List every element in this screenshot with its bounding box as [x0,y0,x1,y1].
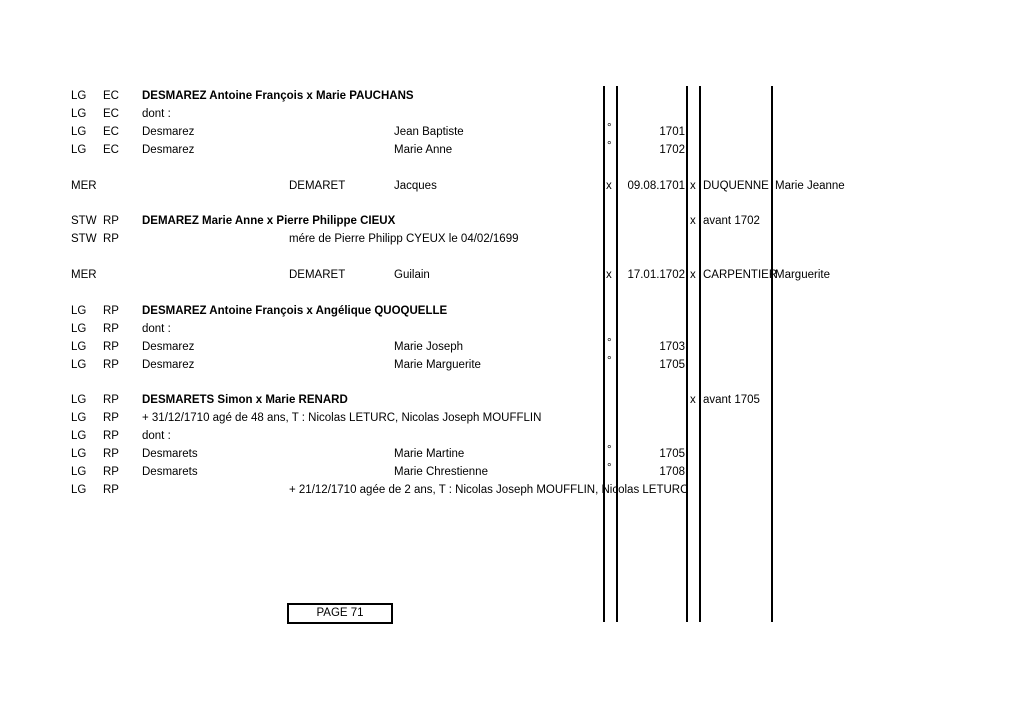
surname-or-note: Desmarez [142,143,195,156]
source-code: LG [71,394,87,407]
event-marker: ° [607,121,612,134]
event-date: 1705 [659,448,685,460]
record-type: RP [103,215,119,228]
source-code: LG [71,125,87,138]
event-date: 1702 [659,143,685,156]
page-number-box: PAGE 71 [287,603,393,624]
alt-surname-or-note: + 21/12/1710 agée de 2 ans, T : Nicolas … [289,483,689,496]
source-code: LG [71,483,87,496]
record-type: EC [103,125,119,138]
record-type: RP [103,340,119,353]
column-divider [603,86,605,622]
given-name: Marie Marguerite [394,358,481,371]
event-marker: ° [607,139,612,152]
source-code: MER [71,179,97,192]
spouse-surname: avant 1702 [703,215,760,228]
spouse-surname: CARPENTIER [703,269,778,281]
surname-or-note: DESMAREZ Antoine François x Marie PAUCHA… [142,90,414,102]
surname-or-note: dont : [142,430,171,443]
surname-or-note: Desmarets [142,465,198,478]
column-divider [616,86,618,622]
surname-or-note: Desmarez [142,358,195,371]
source-code: STW [71,233,97,246]
alt-surname-or-note: DEMARET [289,179,346,192]
spouse-given-name: Marguerite [775,269,830,281]
spouse-surname: DUQUENNE [703,179,769,192]
given-name: Jean Baptiste [394,125,464,138]
source-code: LG [71,465,87,478]
source-code: LG [71,107,87,120]
record-type: RP [103,448,119,460]
spouse-given-name: Marie Jeanne [775,179,845,192]
source-code: LG [71,90,87,102]
event-marker: x [606,179,612,192]
source-code: LG [71,340,87,353]
record-type: RP [103,483,119,496]
marriage-marker: x [690,179,696,192]
record-type: RP [103,322,119,335]
record-type: RP [103,233,119,246]
event-date: 1705 [659,358,685,371]
record-type: RP [103,358,119,371]
alt-surname-or-note: DEMARET [289,269,346,281]
event-marker: ° [607,461,612,474]
alt-surname-or-note: mére de Pierre Philipp CYEUX le 04/02/16… [289,233,519,246]
spouse-surname: avant 1705 [703,394,760,407]
column-divider [699,86,701,622]
surname-or-note: dont : [142,322,171,335]
event-marker: ° [607,336,612,349]
record-type: RP [103,304,119,317]
surname-or-note: Desmarez [142,125,195,138]
event-date: 1703 [659,340,685,353]
surname-or-note: Desmarez [142,340,195,353]
record-type: RP [103,412,119,425]
given-name: Marie Chrestienne [394,465,488,478]
given-name: Jacques [394,179,437,192]
record-type: EC [103,107,119,120]
column-divider [771,86,773,622]
page-number-label: PAGE 71 [316,607,364,619]
event-date: 1701 [659,125,685,138]
surname-or-note: + 31/12/1710 agé de 48 ans, T : Nicolas … [142,412,542,425]
source-code: LG [71,304,87,317]
event-marker: ° [607,444,612,456]
marriage-marker: x [690,215,696,228]
surname-or-note: DESMARETS Simon x Marie RENARD [142,394,348,407]
record-type: EC [103,143,119,156]
given-name: Marie Anne [394,143,453,156]
record-type: RP [103,465,119,478]
source-code: LG [71,143,87,156]
event-date: 17.01.1702 [627,269,685,281]
event-date: 09.08.1701 [627,179,685,192]
given-name: Marie Martine [394,448,465,460]
surname-or-note: Desmarets [142,448,198,460]
given-name: Guilain [394,269,430,281]
source-code: LG [71,358,87,371]
source-code: LG [71,412,87,425]
event-date: 1708 [659,465,685,478]
surname-or-note: DESMAREZ Antoine François x Angélique QU… [142,304,448,317]
given-name: Marie Joseph [394,340,464,353]
marriage-marker: x [690,394,696,407]
record-type: RP [103,394,119,407]
source-code: MER [71,269,97,281]
source-code: LG [71,448,87,460]
marriage-marker: x [690,269,696,281]
event-marker: ° [607,354,612,367]
event-marker: x [606,269,612,281]
surname-or-note: DEMAREZ Marie Anne x Pierre Philippe CIE… [142,215,396,228]
source-code: LG [71,322,87,335]
surname-or-note: dont : [142,107,171,120]
record-type: RP [103,430,119,443]
source-code: STW [71,215,97,228]
source-code: LG [71,430,87,443]
column-divider [686,86,688,622]
record-type: EC [103,90,119,102]
